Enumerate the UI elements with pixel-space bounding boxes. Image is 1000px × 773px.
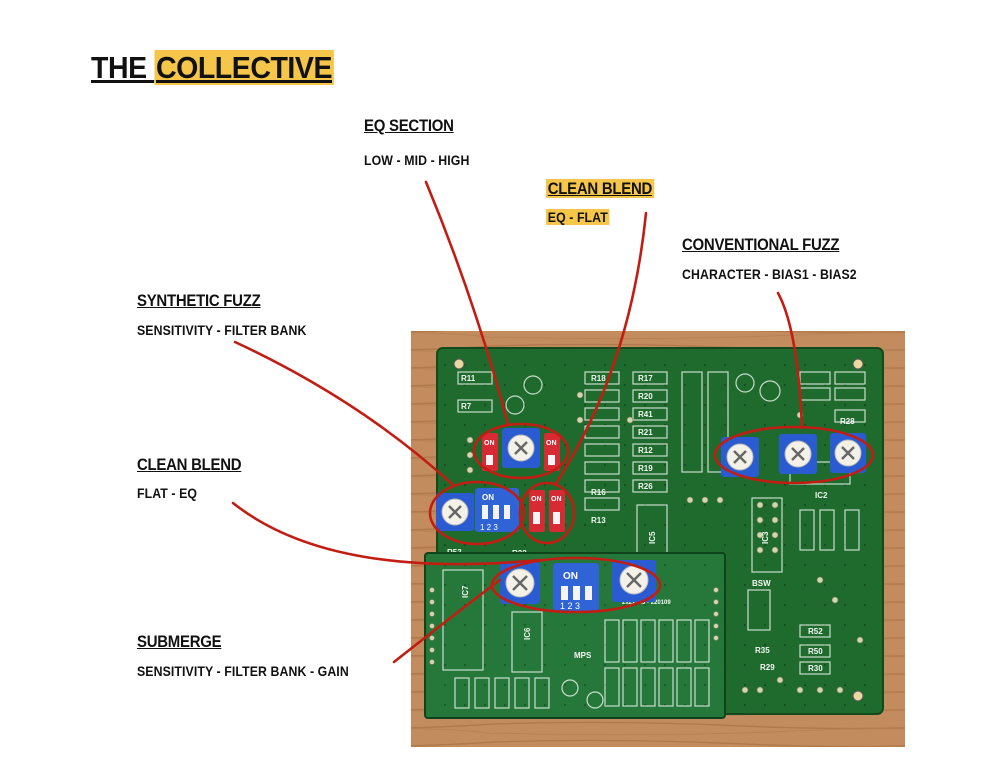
silk-mps: MPS xyxy=(574,651,592,660)
leader-synthetic-fuzz xyxy=(233,340,454,486)
leader-clean-blend-top xyxy=(553,211,648,487)
silk-r17: R17 xyxy=(638,374,653,383)
svg-text:1 2 3: 1 2 3 xyxy=(560,601,580,611)
svg-text:ON: ON xyxy=(531,496,542,503)
svg-text:ON: ON xyxy=(546,440,557,447)
conventional-fuzz-controls-label: CHARACTER - BIAS1 - BIAS2 xyxy=(682,266,857,282)
silk-r13: R13 xyxy=(591,516,606,525)
silk-ic2: IC2 xyxy=(815,491,828,500)
synthetic-fuzz-controls: ON 1 2 3 xyxy=(436,488,519,532)
silk-subboard-code: 2x2x3x3 - 220109 xyxy=(622,600,671,606)
svg-text:1 2 3: 1 2 3 xyxy=(480,523,498,532)
svg-text:ON: ON xyxy=(551,496,562,503)
clean-blend-top-heading: CLEAN BLEND xyxy=(546,179,654,199)
leader-eq-section xyxy=(424,180,510,426)
leader-submerge xyxy=(392,578,502,664)
silk-r41: R41 xyxy=(638,410,653,419)
circle-clean-blend xyxy=(518,481,576,545)
silk-r50: R50 xyxy=(808,647,823,656)
submerge-controls-label: SENSITIVITY - FILTER BANK - GAIN xyxy=(137,663,349,679)
eq-dip-switch-left xyxy=(482,433,498,471)
silk-r30: R30 xyxy=(808,664,823,673)
clean-blend-top-controls-label: EQ - FLAT xyxy=(546,209,610,225)
silk-ic7: IC7 xyxy=(461,585,470,598)
eq-section-heading: EQ SECTION xyxy=(364,116,454,135)
silk-ic6: IC6 xyxy=(523,627,532,640)
synthetic-fuzz-heading: SYNTHETIC FUZZ xyxy=(137,291,261,310)
silk-r7: R7 xyxy=(461,402,472,411)
silk-ic5: IC5 xyxy=(648,531,657,544)
circle-eq-section xyxy=(472,422,570,480)
eq-dip-switch-right xyxy=(544,433,560,471)
synthetic-fuzz-controls-label: SENSITIVITY - FILTER BANK xyxy=(137,322,307,338)
leader-conventional-fuzz xyxy=(776,291,804,430)
clean-blend-top-heading-text: CLEAN BLEND xyxy=(546,179,654,198)
clean-blend-left-controls-label: FLAT - EQ xyxy=(137,485,198,501)
title-part1: THE xyxy=(91,50,155,85)
silk-bsw: BSW xyxy=(752,579,771,588)
title-part2: COLLECTIVE xyxy=(154,50,334,85)
silk-r19: R19 xyxy=(638,464,653,473)
conventional-fuzz-controls xyxy=(721,433,866,477)
clean-blend-left-heading: CLEAN BLEND xyxy=(137,455,242,474)
clean-blend-top-controls-text: EQ - FLAT xyxy=(546,209,610,225)
silk-r29: R29 xyxy=(760,663,775,672)
silk-ic3: IC3 xyxy=(761,531,770,544)
svg-text:ON: ON xyxy=(484,440,495,447)
leader-clean-blend-left xyxy=(231,501,542,566)
silk-r12: R12 xyxy=(638,446,653,455)
circle-conventional-fuzz xyxy=(713,425,875,485)
silk-r52: R52 xyxy=(808,627,823,636)
svg-text:ON: ON xyxy=(563,571,578,582)
silk-r21: R21 xyxy=(638,428,653,437)
page-title: THE COLLECTIVE xyxy=(91,50,334,86)
silk-r26: R26 xyxy=(638,482,653,491)
silk-r16: R16 xyxy=(591,488,606,497)
eq-section-controls-label: LOW - MID - HIGH xyxy=(364,152,470,168)
conventional-fuzz-heading: CONVENTIONAL FUZZ xyxy=(682,235,840,254)
silk-r35: R35 xyxy=(755,646,770,655)
silk-r11: R11 xyxy=(461,374,476,383)
svg-text:ON: ON xyxy=(482,493,494,502)
submerge-controls: ON 1 2 3 xyxy=(500,560,656,611)
silk-r28: R28 xyxy=(840,417,855,426)
eq-section-controls: ON ON xyxy=(482,428,560,471)
circle-synthetic-fuzz xyxy=(428,480,526,546)
clean-blend-controls: ON ON xyxy=(529,490,565,532)
annotation-leaders xyxy=(231,180,804,664)
silk-r20: R20 xyxy=(638,392,653,401)
silk-r18: R18 xyxy=(591,374,606,383)
submerge-heading: SUBMERGE xyxy=(137,632,222,651)
